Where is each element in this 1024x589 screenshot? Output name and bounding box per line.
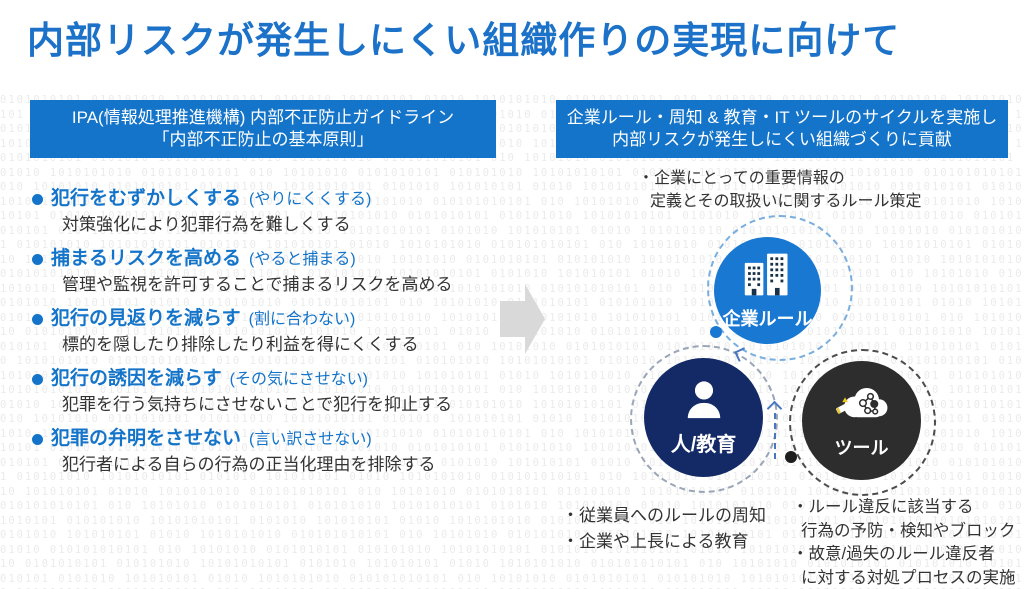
item-note: (やりにくくする): [249, 191, 372, 208]
item-desc: 対策強化により犯罪行為を難しくする: [62, 215, 351, 234]
right-header-line1: 企業ルール・周知 & 教育・IT ツールのサイクルを実施し: [566, 107, 998, 127]
list-item: 犯行をむずかしくする (やりにくくする) 対策強化により犯罪行為を難しくする: [32, 186, 504, 237]
buildings-icon: [742, 250, 794, 303]
circle-tool: ツール: [802, 361, 921, 480]
item-note: (その気にさせない): [229, 371, 368, 388]
left-header-line2: 「内部不正防止の基本原則」: [152, 130, 374, 149]
left-header-line1: IPA(情報処理推進機構) 内部不正防止ガイドライン: [71, 107, 455, 127]
list-item: 犯罪の弁明をさせない (言い訳させない) 犯行者による自らの行為の正当化理由を排…: [32, 426, 504, 477]
big-right-arrow-icon: [500, 301, 525, 337]
item-desc: 犯罪を行う気持ちにさせないことで犯行を抑止する: [62, 395, 453, 414]
item-title: 犯行の誘因を減らす: [51, 368, 222, 389]
cycle-dot-blue-icon: [710, 326, 722, 338]
bullet-dot-icon: [32, 193, 43, 205]
right-header-line2: 内部リスクが発生しにくい組織づくりに貢献: [612, 130, 952, 149]
note-tool-line2: 行為の予防・検知やブロック: [801, 521, 1016, 540]
binary-watermark: 0101010101 010101010 10101010101 0101010…: [0, 94, 1024, 589]
person-icon: [680, 379, 728, 426]
note-rule-line1: ・企業にとっての重要情報の: [638, 170, 845, 187]
dashed-ring-tool: [789, 349, 936, 496]
note-tool-line3: ・故意/過失のルール違反者: [792, 545, 995, 563]
circle-company-rule: 企業ルール: [714, 237, 821, 344]
note-people-line1: ・従業員へのルールの周知: [562, 506, 766, 525]
list-item: 犯行の見返りを減らす (割に合わない) 標的を隠したり排除したり利益を得にくくす…: [32, 306, 504, 357]
item-note: (割に合わない): [248, 311, 356, 328]
item-title: 犯行の見返りを減らす: [51, 308, 241, 329]
list-item: 犯行の誘因を減らす (その気にさせない) 犯罪を行う気持ちにさせないことで犯行を…: [32, 366, 504, 417]
big-right-arrow-head-icon: [525, 284, 545, 354]
right-panel-header: 企業ルール・周知 & 教育・IT ツールのサイクルを実施し 内部リスクが発生しに…: [556, 100, 1008, 158]
note-tool: ・ルール違反に該当する 行為の予防・検知やブロック ・故意/過失のルール違反者 …: [792, 496, 1016, 589]
circle-tool-label: ツール: [834, 438, 889, 458]
note-tool-line1: ・ルール違反に該当する: [792, 498, 974, 516]
item-note: (言い訳させない): [249, 431, 372, 448]
item-title: 捕まるリスクを高める: [51, 248, 242, 269]
note-rule: ・企業にとっての重要情報の 定義とその取扱いに関するルール策定: [638, 167, 922, 213]
item-desc: 管理や監視を許可することで捕まるリスクを高める: [62, 275, 453, 294]
item-desc: 標的を隠したり排除したり利益を得にくくする: [62, 335, 419, 354]
circle-rule-label: 企業ルール: [722, 309, 813, 329]
bullet-dot-icon: [32, 253, 43, 265]
dashed-ring-rule: [707, 215, 853, 361]
item-title: 犯罪の弁明をさせない: [51, 428, 242, 449]
dashed-ring-people: [630, 345, 778, 493]
circle-people-label: 人/教育: [670, 433, 737, 456]
bullet-dot-icon: [32, 313, 43, 325]
note-people-line2: ・企業や上長による教育: [562, 532, 749, 551]
note-people: ・従業員へのルールの周知 ・企業や上長による教育: [562, 503, 766, 555]
bullet-dot-icon: [32, 433, 43, 445]
circle-people-education: 人/教育: [644, 358, 763, 477]
principles-list: 犯行をむずかしくする (やりにくくする) 対策強化により犯罪行為を難しくする 捕…: [32, 186, 504, 486]
left-panel-header: IPA(情報処理推進機構) 内部不正防止ガイドライン 「内部不正防止の基本原則」: [30, 100, 496, 158]
note-rule-line2: 定義とその取扱いに関するルール策定: [650, 193, 922, 210]
item-desc: 犯行者による自らの行為の正当化理由を排除する: [62, 455, 436, 474]
note-tool-line4: に対する対処プロセスの実施: [801, 568, 1016, 587]
bullet-dot-icon: [32, 373, 43, 385]
cycle-arrow-stem: [774, 413, 776, 459]
cloud-tools-icon: [829, 381, 895, 432]
cycle-dot-black-icon: [785, 451, 797, 463]
page-title: 内部リスクが発生しにくい組織作りの実現に向けて: [27, 20, 901, 61]
list-item: 捕まるリスクを高める (やると捕まる) 管理や監視を許可することで捕まるリスクを…: [32, 246, 504, 297]
item-note: (やると捕まる): [249, 251, 356, 268]
item-title: 犯行をむずかしくする: [51, 188, 242, 209]
